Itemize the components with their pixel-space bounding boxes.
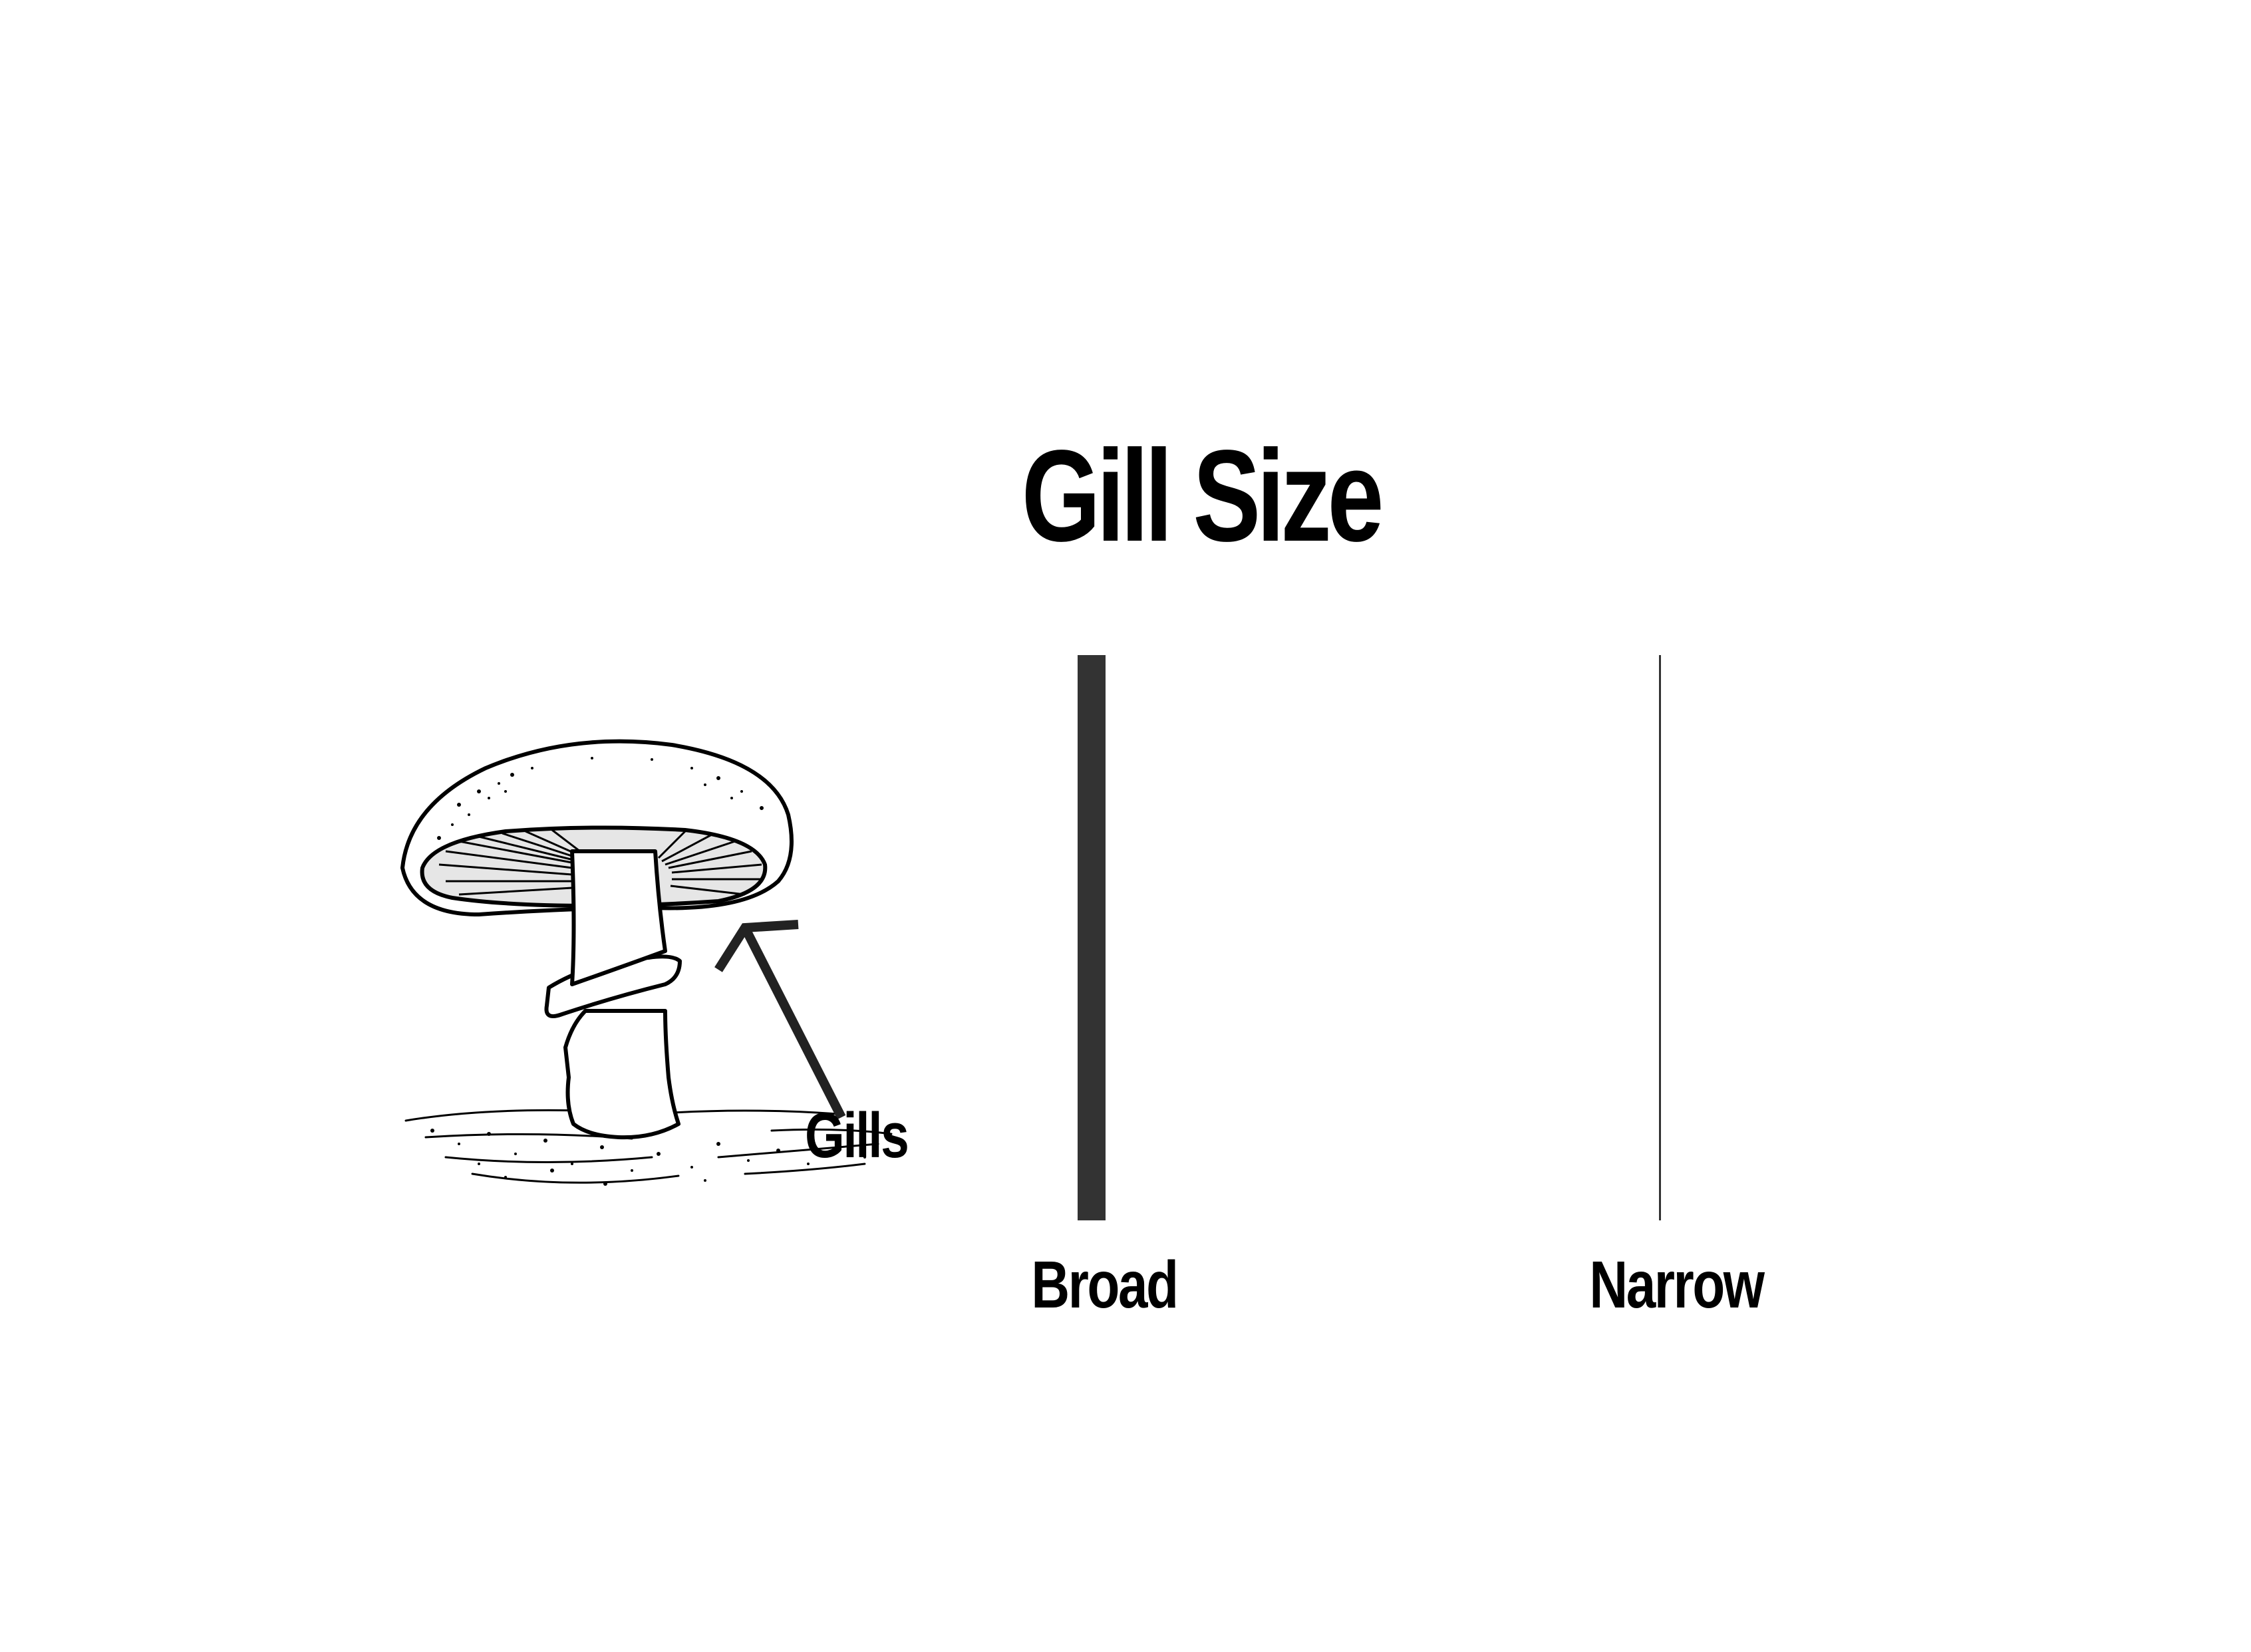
broad-gill-bar <box>1078 655 1106 1220</box>
narrow-gill-bar <box>1659 655 1661 1220</box>
cap-speckles <box>437 757 764 840</box>
ground-dots <box>430 1129 866 1186</box>
gills-label: Gills <box>805 1100 909 1171</box>
gills-pointer-arrow <box>714 920 846 1120</box>
broad-label: Broad <box>1031 1248 1179 1322</box>
gill-lines <box>438 829 762 896</box>
mushroom-stem-top <box>570 849 667 986</box>
page-title: Gill Size <box>1021 423 1384 569</box>
mushroom-illustration <box>400 739 893 1186</box>
mushroom-stem <box>563 1009 680 1140</box>
narrow-label: Narrow <box>1589 1248 1765 1322</box>
